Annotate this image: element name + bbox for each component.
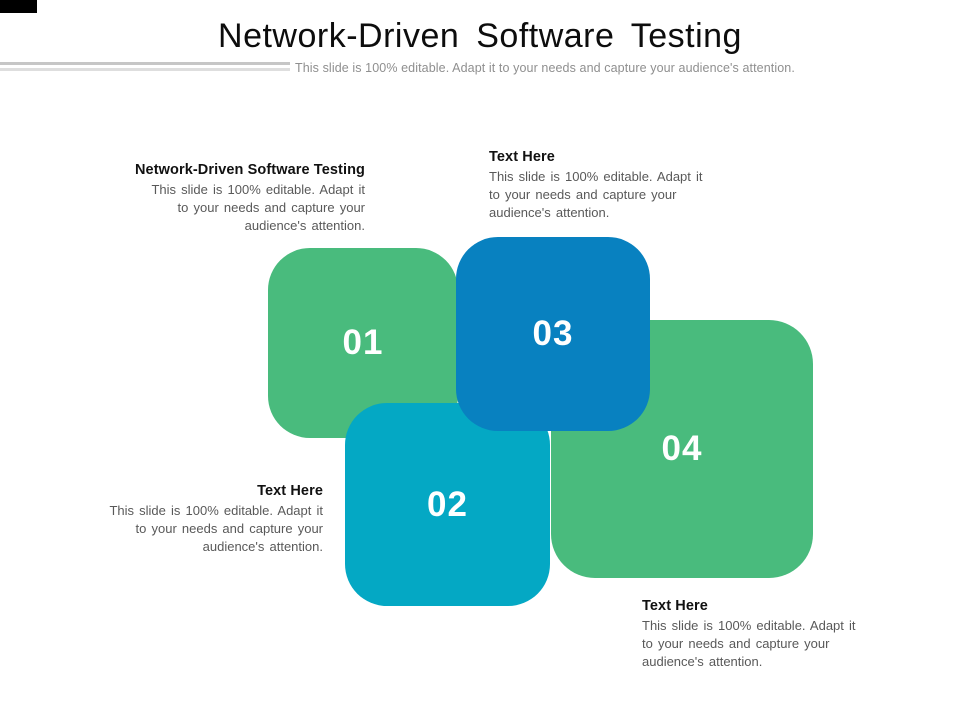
callout-bottom-left-body-line: audience's attention.: [202, 539, 323, 554]
step-number-03: 03: [532, 314, 574, 353]
callout-bottom-left-body-line: to your needs and capture your: [135, 521, 323, 536]
callout-bottom-left: Text Here This slide is 100% editable. A…: [108, 482, 323, 556]
callout-bottom-left-heading: Text Here: [257, 483, 323, 499]
slide-title: Network-Driven Software Testing: [218, 17, 742, 55]
step-block-01: 01: [268, 248, 458, 438]
callout-bottom-right: Text Here This slide is 100% editable. A…: [642, 597, 867, 671]
callout-bottom-right-body-line: to your needs and capture your: [642, 636, 830, 651]
header-divider-line-bottom: [0, 68, 290, 71]
callout-bottom-right-body-line: audience's attention.: [642, 654, 763, 669]
step-block-03: 03: [456, 237, 650, 431]
callout-top-right-body-line: to your needs and capture your: [489, 187, 677, 202]
callout-top-right-body-line: This slide is 100% editable. Adapt it: [489, 169, 703, 184]
callout-top-left-heading: Network-Driven Software Testing: [134, 162, 365, 178]
top-left-corner-mark: [0, 0, 37, 13]
header-divider-line-top: [0, 62, 290, 65]
callout-bottom-right-body-line: This slide is 100% editable. Adapt it: [642, 618, 856, 633]
callout-top-left-body-line: This slide is 100% editable. Adapt it: [151, 182, 365, 197]
step-number-04: 04: [661, 429, 703, 468]
callout-top-right-body-line: audience's attention.: [489, 205, 610, 220]
callout-top-right: Text Here This slide is 100% editable. A…: [489, 148, 719, 222]
step-number-02: 02: [427, 484, 468, 524]
header-divider: [0, 61, 290, 72]
callout-top-right-heading: Text Here: [489, 149, 555, 165]
callout-top-left: Network-Driven Software Testing This sli…: [115, 161, 365, 235]
callout-top-left-body-line: to your needs and capture your: [177, 200, 365, 215]
callout-bottom-right-heading: Text Here: [642, 598, 708, 614]
step-number-01: 01: [342, 323, 384, 362]
slide-subtitle: This slide is 100% editable. Adapt it to…: [295, 61, 795, 75]
callout-bottom-left-body-line: This slide is 100% editable. Adapt it: [109, 503, 323, 518]
callout-top-left-body-line: audience's attention.: [244, 218, 365, 233]
step-block-02: 02: [345, 403, 550, 606]
